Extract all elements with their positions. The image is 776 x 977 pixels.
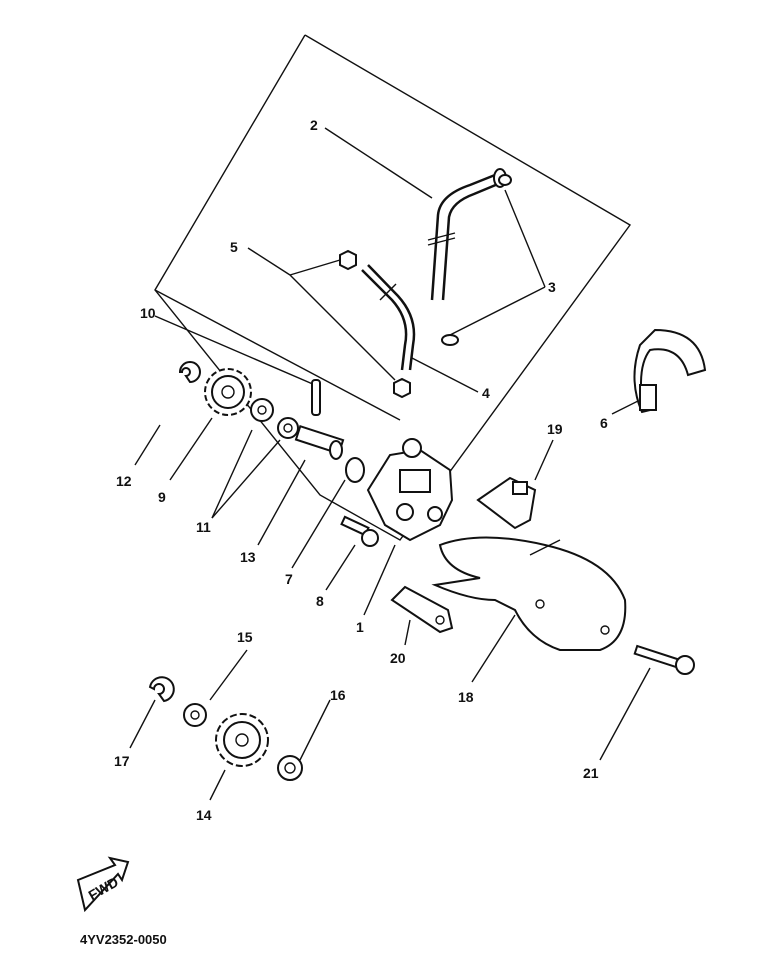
callout-21: 21 xyxy=(583,765,599,781)
callout-18: 18 xyxy=(458,689,474,705)
pump-bolt xyxy=(340,515,379,547)
callout-17: 17 xyxy=(114,753,130,769)
callout-3: 3 xyxy=(548,279,556,295)
subassembly-divider xyxy=(154,289,401,421)
callout-11: 11 xyxy=(196,519,211,535)
o-ring xyxy=(345,457,365,483)
callout-13: 13 xyxy=(240,549,256,565)
dowel-pin xyxy=(311,379,321,416)
hose-clip-pair xyxy=(339,249,411,399)
hose-long xyxy=(427,168,507,301)
hose-short xyxy=(361,264,416,371)
callout-1: 1 xyxy=(356,619,364,635)
spacer-washer xyxy=(277,755,303,781)
hose-clips xyxy=(441,174,512,346)
forward-arrow-icon: FWD xyxy=(76,856,130,913)
cover-clip xyxy=(476,476,537,530)
callout-5: 5 xyxy=(230,239,238,255)
callout-15: 15 xyxy=(237,629,253,645)
callout-14: 14 xyxy=(196,807,212,823)
circlip-upper xyxy=(178,361,201,384)
hose-clamp-bracket xyxy=(633,328,707,414)
callout-20: 20 xyxy=(390,650,406,666)
callout-10: 10 xyxy=(140,305,156,321)
drawing-code: 4YV2352-0050 xyxy=(80,932,167,947)
idler-gear xyxy=(215,713,269,767)
oil-pump-body xyxy=(366,438,454,542)
cover-bolt xyxy=(633,644,695,675)
callout-9: 9 xyxy=(158,489,166,505)
callout-7: 7 xyxy=(285,571,293,587)
circlip-lower xyxy=(148,676,175,703)
pump-shaft xyxy=(294,424,345,460)
subassembly-outline xyxy=(154,34,632,541)
pump-drive-gear xyxy=(204,368,252,416)
leader-lines xyxy=(129,127,651,801)
callout-6: 6 xyxy=(600,415,608,431)
callout-4: 4 xyxy=(482,385,490,401)
gasket-plate xyxy=(390,585,454,634)
callout-16: 16 xyxy=(330,687,346,703)
washer-pair xyxy=(250,398,299,439)
callout-2: 2 xyxy=(310,117,318,133)
washer-lower xyxy=(183,703,207,727)
callout-8: 8 xyxy=(316,593,324,609)
pump-cover xyxy=(431,536,627,651)
callout-19: 19 xyxy=(547,421,563,437)
callout-12: 12 xyxy=(116,473,132,489)
